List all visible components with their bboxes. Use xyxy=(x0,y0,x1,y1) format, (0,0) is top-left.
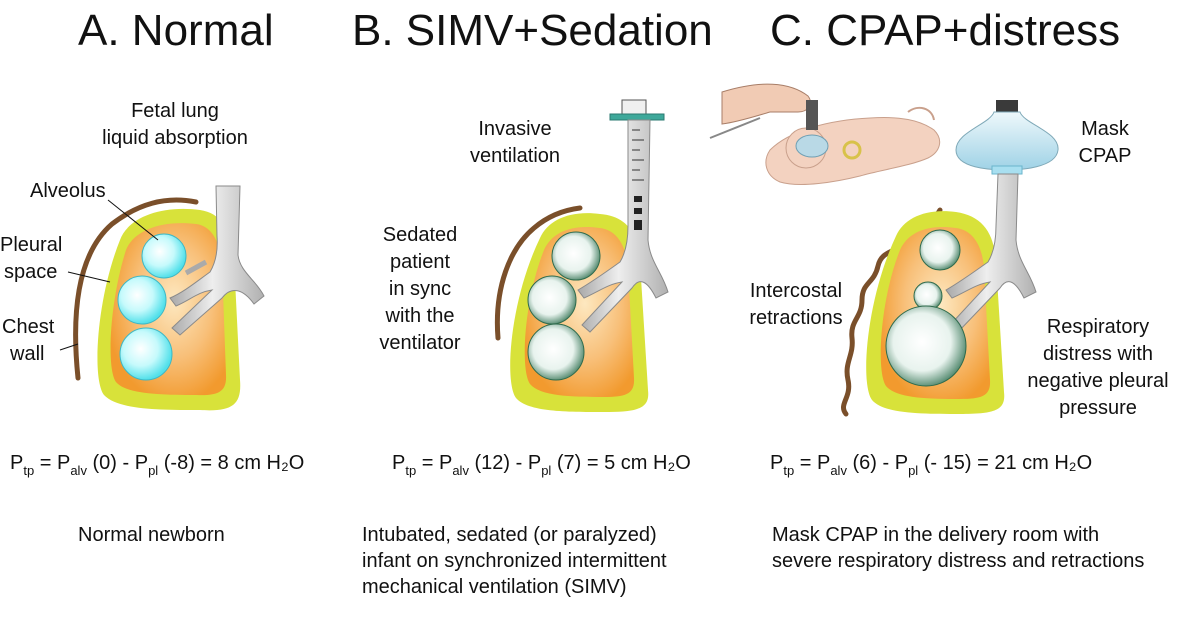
alveolus-a1 xyxy=(141,233,187,279)
panel-a-title: A. Normal xyxy=(78,6,274,55)
alveolus-b3 xyxy=(527,323,585,381)
alveolus-a3 xyxy=(119,327,173,381)
alveolus-b1 xyxy=(551,231,601,281)
label-pleural-space: Pleural space xyxy=(0,234,63,283)
infant-mask-illustration xyxy=(709,83,941,185)
infant-mask xyxy=(795,134,829,158)
caption-b: Intubated, sedated (or paralyzed) infant… xyxy=(362,524,667,598)
bag-connector xyxy=(806,100,818,130)
airway-c xyxy=(945,173,1037,333)
infant-probe xyxy=(842,140,862,160)
label-intercostal-retractions: Intercostal retractions xyxy=(749,280,843,329)
hand xyxy=(721,83,811,125)
panel-b-lung xyxy=(494,99,669,412)
label-fetal-lung: Fetal lung liquid absorption xyxy=(102,100,248,149)
label-sedated-patient: Sedated patient in sync with the ventila… xyxy=(379,224,461,354)
infant-arm xyxy=(907,106,935,121)
alveolus-c3 xyxy=(885,305,967,387)
chest-wall-pointer xyxy=(59,343,79,351)
caption-a: Normal newborn xyxy=(78,524,225,546)
label-mask-cpap: Mask CPAP xyxy=(1078,118,1132,167)
label-chest-wall: Chest wall xyxy=(2,316,55,365)
et-tube-markings xyxy=(632,129,644,230)
alveolus-b2 xyxy=(527,275,577,325)
airway-b xyxy=(577,119,669,333)
airway-a xyxy=(169,185,265,336)
bronchiole-a1 xyxy=(184,259,208,276)
chest-wall-b xyxy=(494,205,583,341)
equation-c: Ptp = Palv (6) - Ppl (- 15) = 21 cm H₂O xyxy=(770,452,1093,478)
mask-rim xyxy=(991,165,1023,175)
panel-b-title: B. SIMV+Sedation xyxy=(352,6,713,55)
et-tube-flange xyxy=(609,113,665,121)
alveolus-pointer xyxy=(107,199,159,241)
cpap-mask xyxy=(955,111,1059,171)
equation-b: Ptp = Palv (12) - Ppl (7) = 5 cm H₂O xyxy=(392,452,691,478)
alveolus-c1 xyxy=(919,229,961,271)
equation-a: Ptp = Palv (0) - Ppl (-8) = 8 cm H₂O xyxy=(10,452,305,478)
alveolus-a2 xyxy=(117,275,167,325)
label-alveolus: Alveolus xyxy=(30,180,106,202)
panel-a-lung xyxy=(59,185,265,411)
mask-connector xyxy=(996,100,1018,112)
panel-c-title: C. CPAP+distress xyxy=(770,6,1121,55)
label-respiratory-distress: Respiratory distress with negative pleur… xyxy=(1027,316,1169,419)
tubing xyxy=(709,117,761,139)
caption-c: Mask CPAP in the delivery room with seve… xyxy=(772,524,1145,572)
chest-wall-a xyxy=(73,197,199,381)
label-invasive-ventilation: Invasive ventilation xyxy=(469,118,561,167)
pleural-pointer xyxy=(67,271,111,283)
panel-c-lung xyxy=(709,83,1059,417)
